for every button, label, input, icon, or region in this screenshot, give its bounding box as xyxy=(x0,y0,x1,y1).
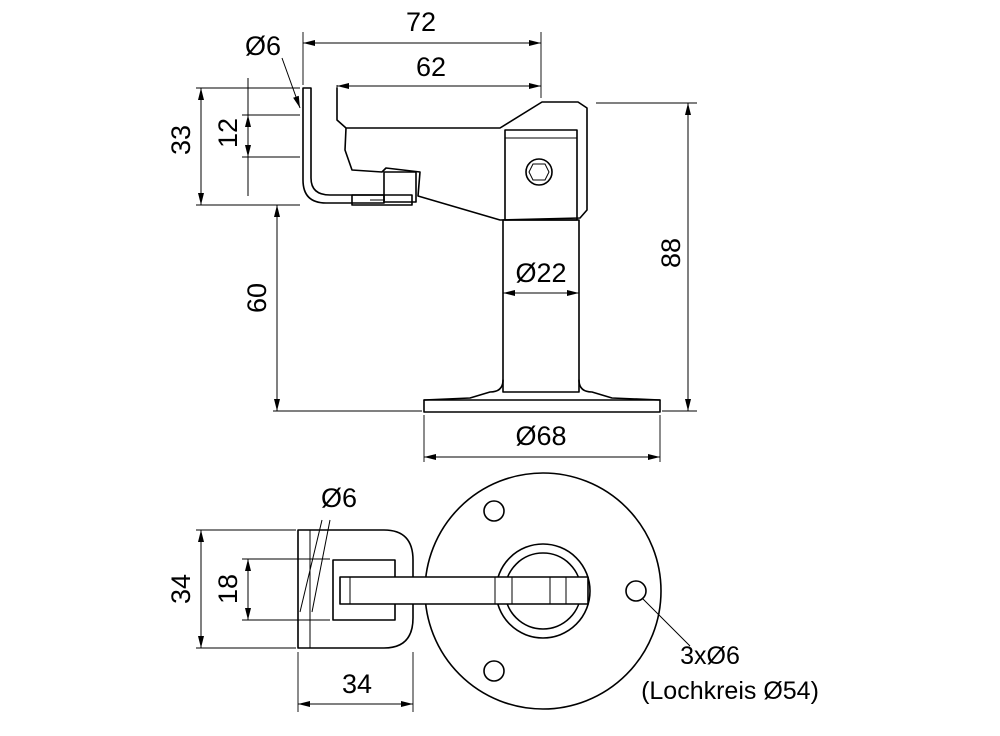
dim-bolt-dia: Ø6 xyxy=(245,31,281,61)
hinge-head xyxy=(504,129,578,221)
side-dimensions: 72 62 Ø6 33 12 60 88 Ø22 Ø68 xyxy=(166,7,697,462)
plan-view xyxy=(297,472,662,710)
plan-wall-plate xyxy=(297,529,414,649)
dim-tube-dia: Ø22 xyxy=(515,258,566,288)
dim-33: 33 xyxy=(166,125,196,155)
tube xyxy=(502,219,580,393)
dim-60: 60 xyxy=(242,283,272,313)
mount-hole-1 xyxy=(483,500,505,522)
plan-arm xyxy=(339,576,589,605)
base-flange-transition xyxy=(423,379,661,401)
wall-plate xyxy=(302,87,385,204)
dim-base-dia: Ø68 xyxy=(515,421,566,451)
clamp-lower xyxy=(351,194,413,206)
base-plate xyxy=(423,399,661,413)
plan-dim-bolt-dia: Ø6 xyxy=(321,483,357,513)
dim-72: 72 xyxy=(406,7,436,37)
note-bolt-circle: (Lochkreis Ø54) xyxy=(641,677,819,705)
dim-12: 12 xyxy=(213,118,243,148)
plan-dim-34-horizontal: 34 xyxy=(342,669,372,699)
mount-hole-3 xyxy=(483,660,505,682)
socket-bolt xyxy=(525,158,553,186)
plan-dimensions: Ø6 34 18 34 3xØ6 (Lochkreis Ø54) xyxy=(166,483,819,712)
plan-dim-18: 18 xyxy=(213,574,243,604)
note-holes: 3xØ6 xyxy=(680,642,740,670)
upper-arm xyxy=(336,87,588,221)
clamp-block xyxy=(383,171,417,203)
side-view xyxy=(302,87,661,413)
mount-hole-2 xyxy=(625,580,647,602)
dim-88: 88 xyxy=(656,238,686,268)
hex-socket-icon xyxy=(528,163,550,181)
plan-dim-34-vertical: 34 xyxy=(166,574,196,604)
dim-62: 62 xyxy=(416,52,446,82)
